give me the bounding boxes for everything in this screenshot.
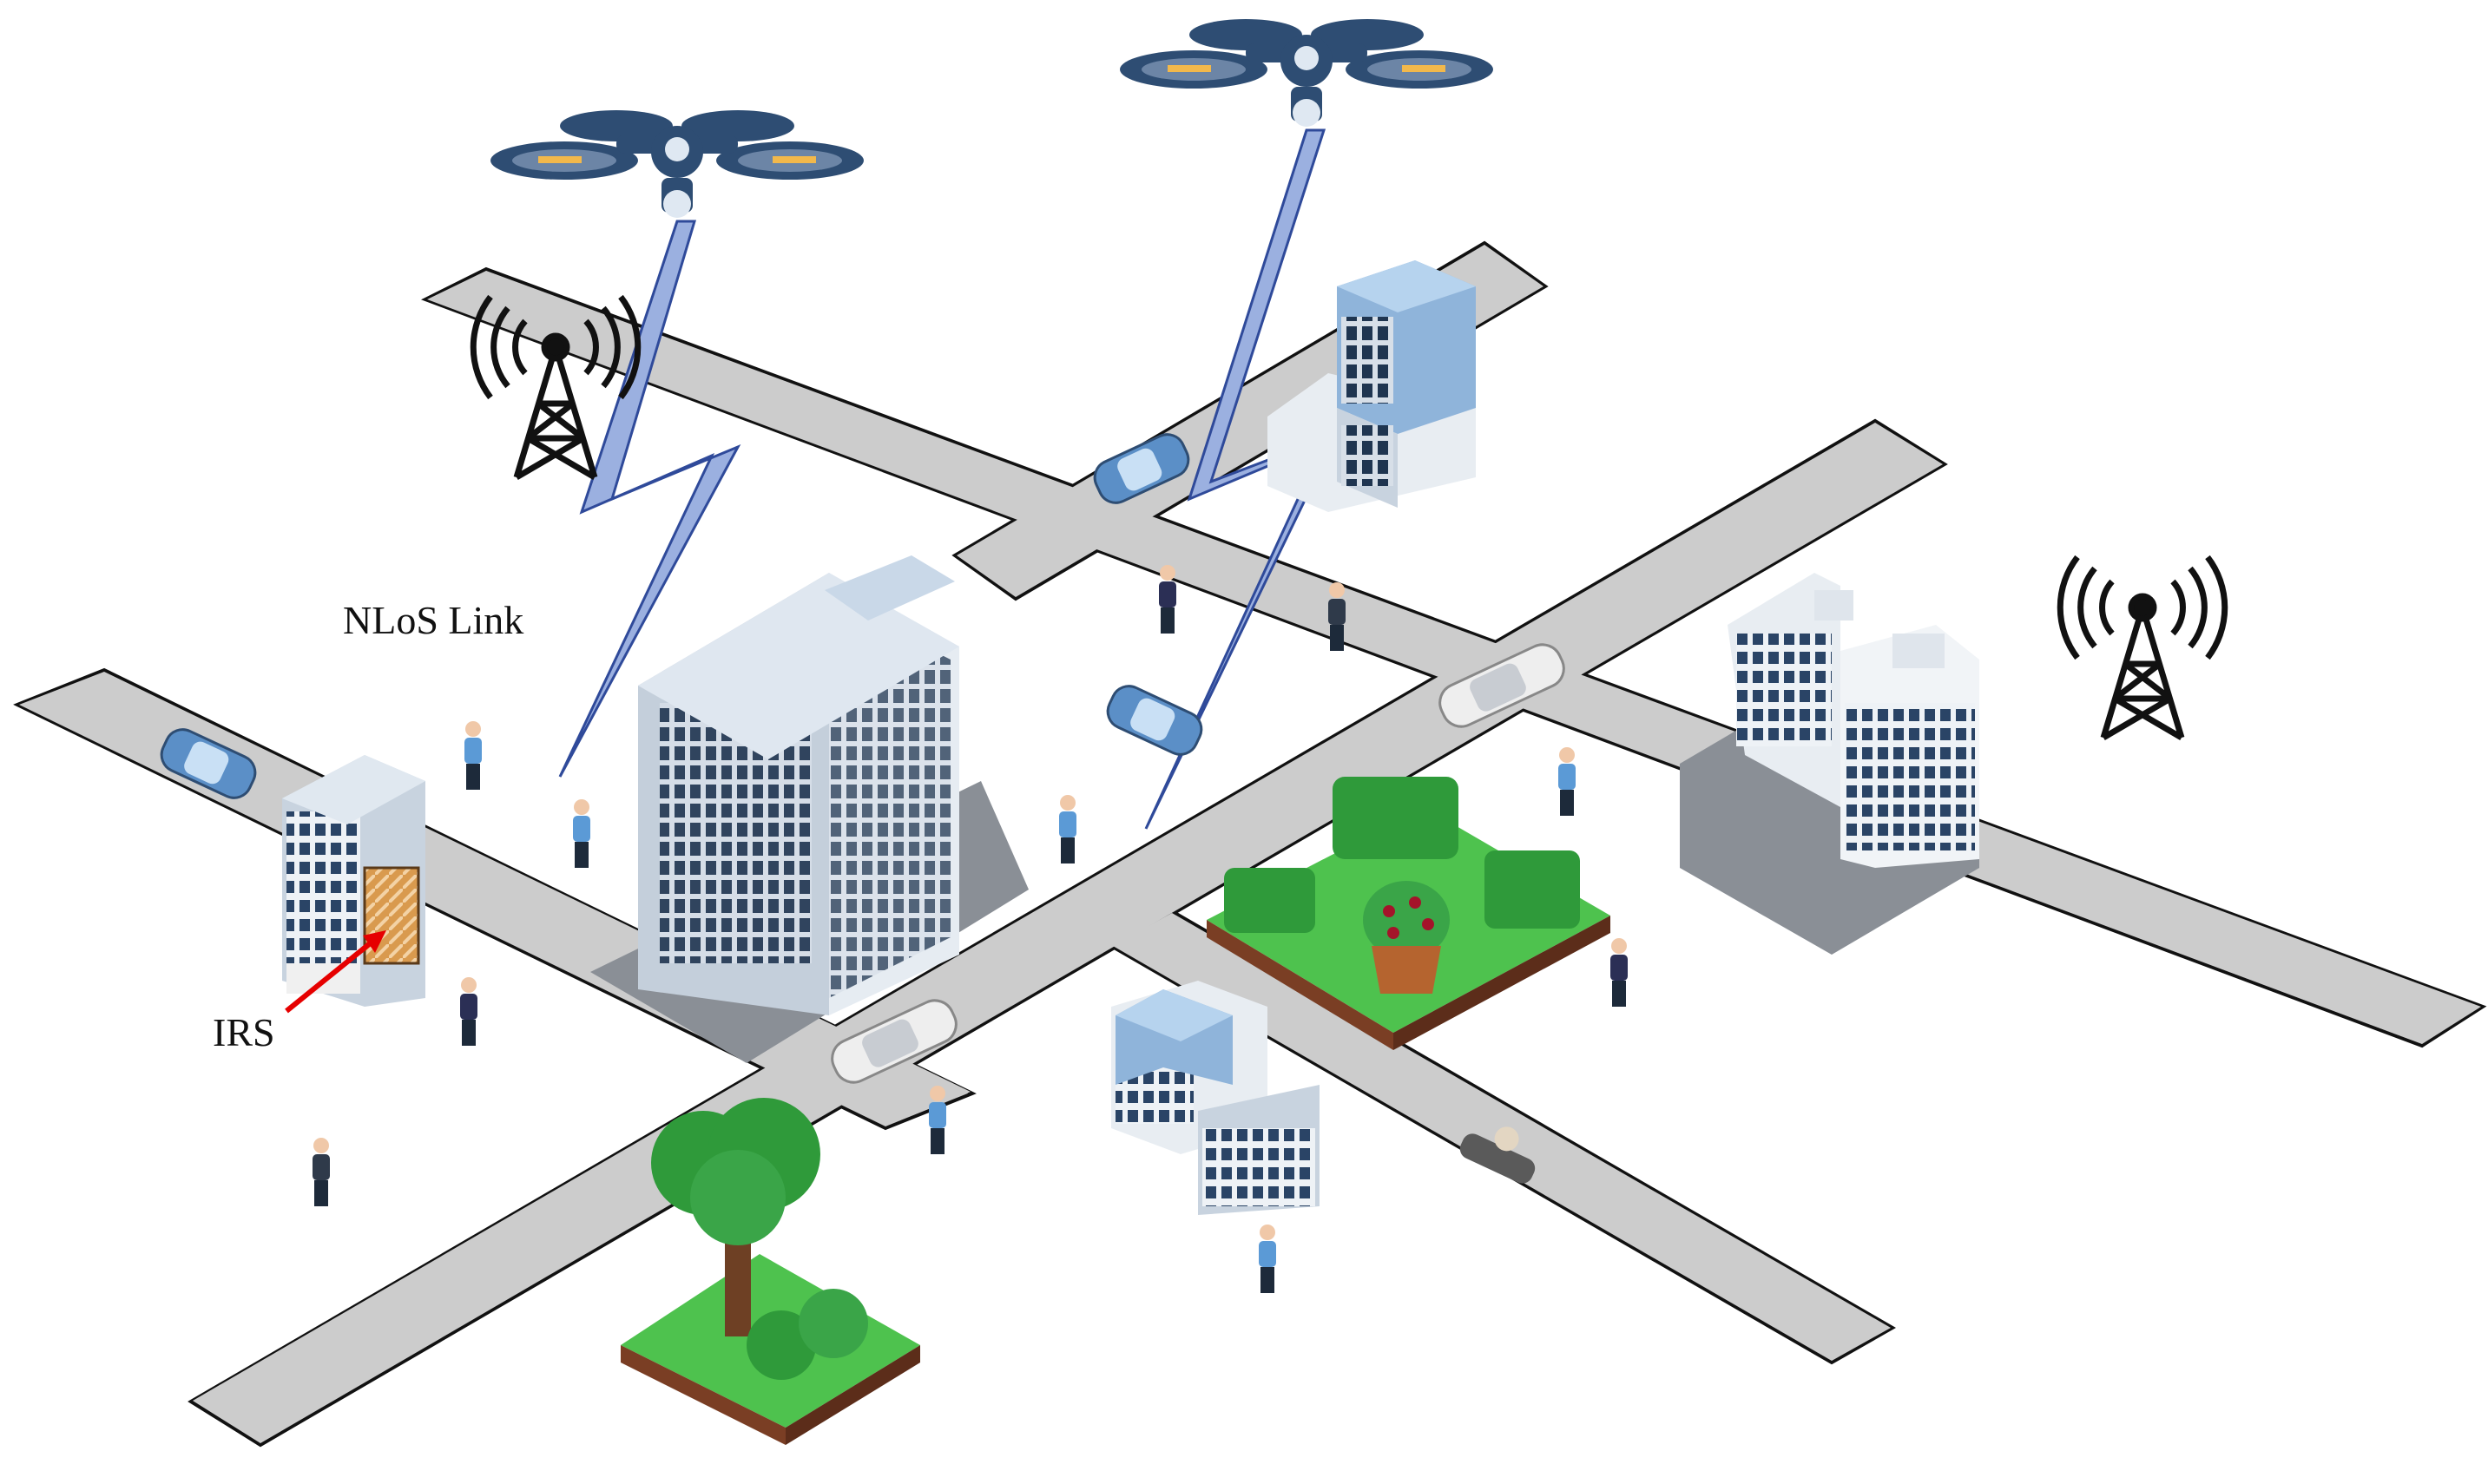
drone-icon [1120,19,1493,127]
tree-platform [621,1098,920,1445]
cell-tower-icon [2057,555,2228,741]
person-icon [1159,565,1176,634]
bush [747,1310,816,1380]
lightning-link-icon [558,220,741,778]
car-icon [1106,685,1203,756]
hedge [1333,777,1458,859]
person-icon [1259,1225,1276,1293]
garden-platform [1207,777,1610,1050]
nlos-link-label: NLoS Link [343,598,523,642]
flower-pot [1372,946,1441,994]
lower-center-building [1111,981,1320,1215]
car-icon [831,999,958,1084]
irs-arrow [285,930,386,1014]
person-icon [464,721,482,790]
lightning-link-icon [1144,128,1339,830]
motorcycle-icon [1459,1126,1536,1184]
main-office-building [590,555,1029,1063]
person-icon [313,1138,330,1206]
car-icon [1093,433,1190,504]
cell-tower-icon [470,294,642,481]
person-icon [1328,582,1346,651]
person-icon [1059,795,1076,863]
person-icon [929,1086,946,1154]
links [558,128,1339,830]
hedge [1224,868,1315,933]
person-icon [573,799,590,868]
person-icon [460,977,477,1046]
drone-icon [490,110,864,218]
hedge [1484,850,1580,929]
irs-building [282,755,425,1007]
right-office-building [1680,573,1979,955]
car-icon [1438,643,1565,728]
top-right-building [1267,260,1476,512]
person-icon [1558,747,1576,816]
irs-label: IRS [213,1010,275,1054]
car-icon [160,728,257,799]
flower-bush [1363,881,1450,959]
person-icon [1610,938,1628,1007]
